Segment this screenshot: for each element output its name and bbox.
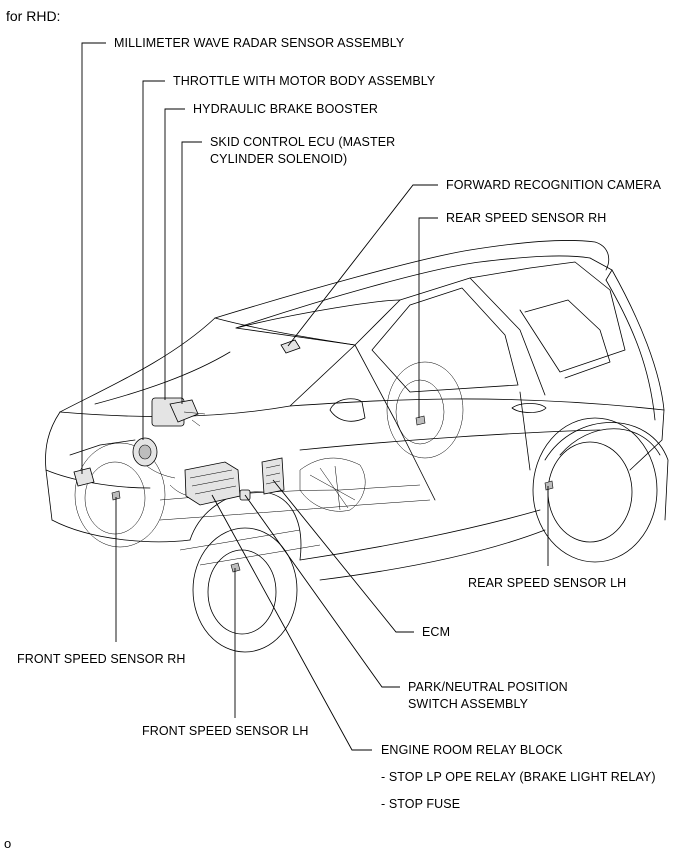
label-millimeter-wave-radar: MILLIMETER WAVE RADAR SENSOR ASSEMBLY bbox=[114, 36, 405, 50]
label-skid-control-ecu-line1: SKID CONTROL ECU (MASTER bbox=[210, 135, 396, 149]
label-stop-fuse: - STOP FUSE bbox=[381, 797, 461, 811]
label-forward-recognition-camera: FORWARD RECOGNITION CAMERA bbox=[446, 178, 662, 192]
leader-rear-speed-rh bbox=[418, 217, 438, 418]
rear-speed-sensor-lh-part bbox=[544, 480, 554, 491]
relay-block-part bbox=[184, 461, 241, 506]
label-rear-speed-sensor-rh: REAR SPEED SENSOR RH bbox=[446, 211, 607, 225]
label-rear-speed-sensor-lh: REAR SPEED SENSOR LH bbox=[468, 576, 627, 590]
leader-park-neutral bbox=[244, 494, 400, 688]
label-hydraulic-brake-booster: HYDRAULIC BRAKE BOOSTER bbox=[193, 102, 378, 116]
page-footer-mark: o bbox=[4, 836, 12, 851]
leader-ecm bbox=[272, 479, 414, 633]
label-skid-control-ecu-line2: CYLINDER SOLENOID) bbox=[210, 152, 348, 166]
radar-sensor-part bbox=[73, 467, 95, 487]
label-stop-lp-ope-relay: - STOP LP OPE RELAY (BRAKE LIGHT RELAY) bbox=[381, 770, 656, 784]
leader-throttle bbox=[142, 80, 165, 440]
leader-lines bbox=[81, 42, 549, 751]
forward-camera-part bbox=[280, 339, 301, 354]
label-ecm: ECM bbox=[422, 625, 451, 639]
component-parts bbox=[73, 339, 554, 573]
leader-brake-booster bbox=[164, 108, 185, 400]
ecm-part bbox=[261, 457, 285, 495]
label-throttle-body: THROTTLE WITH MOTOR BODY ASSEMBLY bbox=[173, 74, 436, 88]
front-speed-sensor-lh-part bbox=[230, 562, 241, 573]
leader-forward-camera bbox=[287, 184, 438, 347]
page-header: for RHD: bbox=[6, 8, 61, 24]
label-front-speed-sensor-rh: FRONT SPEED SENSOR RH bbox=[17, 652, 186, 666]
label-park-neutral-line1: PARK/NEUTRAL POSITION bbox=[408, 680, 568, 694]
label-park-neutral-line2: SWITCH ASSEMBLY bbox=[408, 697, 529, 711]
label-front-speed-sensor-lh: FRONT SPEED SENSOR LH bbox=[142, 724, 309, 738]
leader-skid-ecu bbox=[181, 141, 202, 404]
leader-millimeter-wave bbox=[81, 42, 106, 474]
vehicle-body bbox=[45, 240, 669, 653]
leader-relay-block bbox=[211, 494, 372, 751]
label-engine-room-relay-block: ENGINE ROOM RELAY BLOCK bbox=[381, 743, 563, 757]
front-speed-sensor-rh-part bbox=[111, 490, 121, 501]
rear-speed-sensor-rh-part bbox=[415, 415, 426, 426]
